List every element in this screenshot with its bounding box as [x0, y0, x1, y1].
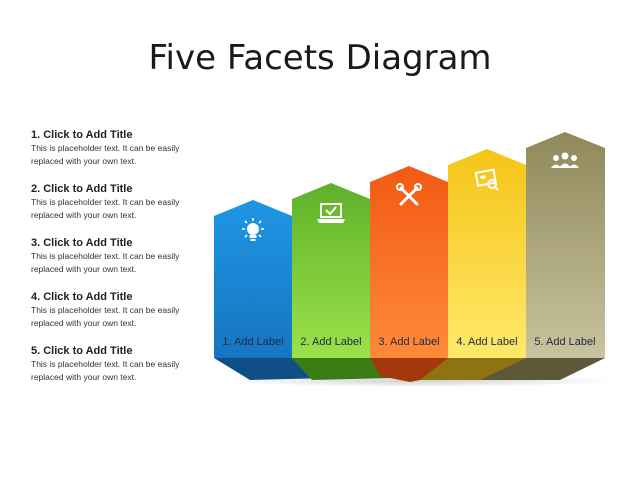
- item-text[interactable]: This is placeholder text. It can be easi…: [31, 305, 180, 328]
- tools-icon: [396, 183, 422, 206]
- item-text[interactable]: This is placeholder text. It can be easi…: [31, 251, 180, 274]
- presentation-icon: [474, 168, 499, 191]
- facet-3[interactable]: 3. Add Label: [370, 166, 448, 358]
- page-title: Five Facets Diagram: [148, 38, 492, 78]
- facet-label: 5. Add Label: [534, 336, 595, 348]
- lightbulb-icon: [242, 218, 264, 241]
- facet-label: 1. Add Label: [222, 336, 283, 348]
- facet-label: 3. Add Label: [378, 336, 439, 348]
- list-item: 1. Click to Add Title This is placeholde…: [31, 128, 211, 182]
- facet-4[interactable]: 4. Add Label: [448, 149, 526, 358]
- facet-5-fold: [480, 358, 605, 380]
- item-title[interactable]: 2. Click to Add Title: [31, 183, 133, 195]
- list-item: 2. Click to Add Title This is placeholde…: [31, 182, 211, 236]
- laptop-icon: [317, 203, 345, 223]
- facet-label: 4. Add Label: [456, 336, 517, 348]
- facet-1[interactable]: 1. Add Label: [214, 200, 292, 358]
- item-text[interactable]: This is placeholder text. It can be easi…: [31, 143, 180, 166]
- list-item: 3. Click to Add Title This is placeholde…: [31, 236, 211, 290]
- item-text[interactable]: This is placeholder text. It can be easi…: [31, 197, 180, 220]
- text-items-list: 1. Click to Add Title This is placeholde…: [31, 128, 211, 398]
- item-title[interactable]: 4. Click to Add Title: [31, 291, 133, 303]
- list-item: 5. Click to Add Title This is placeholde…: [31, 344, 211, 398]
- facet-2-fold: [292, 358, 392, 380]
- item-title[interactable]: 3. Click to Add Title: [31, 237, 133, 249]
- list-item: 4. Click to Add Title This is placeholde…: [31, 290, 211, 344]
- facet-label: 2. Add Label: [300, 336, 361, 348]
- item-title[interactable]: 1. Click to Add Title: [31, 129, 133, 141]
- facet-5[interactable]: 5. Add Label: [526, 132, 605, 358]
- item-title[interactable]: 5. Click to Add Title: [31, 345, 133, 357]
- item-text[interactable]: This is placeholder text. It can be easi…: [31, 359, 180, 382]
- facet-2[interactable]: 2. Add Label: [292, 183, 370, 358]
- team-icon: [551, 152, 579, 168]
